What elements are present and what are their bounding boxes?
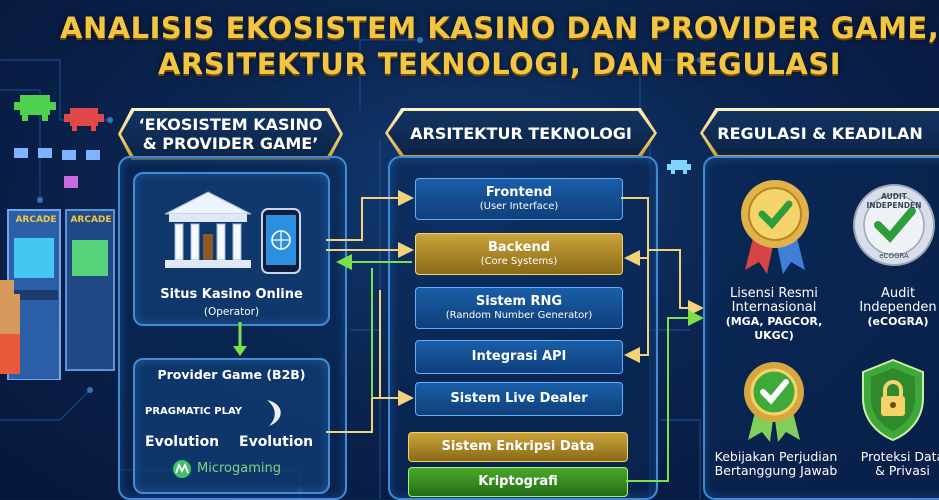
operator-to-provider-arrow bbox=[233, 322, 247, 356]
license-medal-icon bbox=[741, 180, 809, 274]
middle-section-header: ARSITEKTUR TEKNOLOGI bbox=[385, 108, 657, 158]
audit-line-3: (eCOGRA) bbox=[867, 315, 929, 328]
invader-icon bbox=[667, 160, 691, 174]
license-line-3: (MGA, PAGCOR, bbox=[725, 315, 823, 328]
responsible-gambling-line-2: Bertanggung Jawab bbox=[714, 463, 838, 478]
operator-subtitle: (Operator) bbox=[203, 306, 260, 318]
arcade-cabinet-1-label: ARCADE bbox=[15, 215, 57, 225]
audit-badge-text: AUDIT INDEPENDEN bbox=[866, 192, 922, 210]
api-box: Integrasi API bbox=[415, 340, 623, 374]
frontend-subtitle: (User Interface) bbox=[479, 201, 559, 212]
operator-title: Situs Kasino Online bbox=[160, 287, 303, 302]
license-line-2: Internasional bbox=[731, 300, 817, 315]
data-protection-line-1: Proteksi Data bbox=[860, 449, 939, 464]
arcade-cabinet-2-label: ARCADE bbox=[70, 215, 112, 225]
license-label: Lisensi Resmi Internasional (MGA, PAGCOR… bbox=[714, 287, 834, 343]
provider-evolution-2: Evolution bbox=[239, 434, 314, 450]
backend-box: Backend (Core Systems) bbox=[415, 233, 623, 275]
right-header-text: REGULASI & KEADILAN bbox=[717, 123, 923, 143]
enkripsi-box: Sistem Enkripsi Data bbox=[408, 432, 628, 462]
middle-header-text: ARSITEKTUR TEKNOLOGI bbox=[410, 123, 632, 143]
api-title: Integrasi API bbox=[471, 349, 567, 364]
live-dealer-box: Sistem Live Dealer bbox=[415, 382, 623, 416]
live-dealer-title: Sistem Live Dealer bbox=[450, 391, 588, 406]
rng-title: Sistem RNG bbox=[475, 294, 563, 309]
casino-building-icon bbox=[164, 191, 252, 268]
provider-box: Provider Game (B2B) PRAGMATIC PLAY Evolu… bbox=[133, 358, 330, 494]
enkripsi-title: Sistem Enkripsi Data bbox=[441, 439, 595, 454]
frontend-title: Frontend bbox=[485, 185, 553, 200]
left-header-line-2: & PROVIDER GAME’ bbox=[142, 134, 319, 153]
provider-title: Provider Game (B2B) bbox=[157, 367, 306, 382]
left-header-text: ‘EKOSISTEM KASINO & PROVIDER GAME’ bbox=[139, 115, 323, 153]
license-line-4: UKGC) bbox=[754, 329, 794, 342]
title-line-2: ARSITEKTUR TEKNOLOGI, DAN REGULASI bbox=[157, 47, 842, 81]
backend-title: Backend bbox=[487, 240, 551, 255]
audit-badge-subtext: eCOGRA bbox=[879, 252, 909, 260]
responsible-gambling-line-1: Kebijakan Perjudian bbox=[714, 449, 838, 464]
responsible-gambling-medal-icon bbox=[744, 362, 804, 442]
arcade-scene-icon bbox=[0, 95, 115, 381]
data-protection-shield-icon bbox=[862, 358, 924, 442]
title-line-1: ANALISIS EKOSISTEM KASINO DAN PROVIDER G… bbox=[60, 11, 939, 45]
left-section-header: ‘EKOSISTEM KASINO & PROVIDER GAME’ bbox=[118, 108, 343, 160]
data-protection-line-2: & Privasi bbox=[875, 463, 930, 478]
frontend-box: Frontend (User Interface) bbox=[415, 178, 623, 220]
left-header-line-1: ‘EKOSISTEM KASINO bbox=[138, 115, 323, 134]
kriptografi-box: Kriptografi bbox=[408, 467, 628, 497]
backend-subtitle: (Core Systems) bbox=[480, 256, 558, 267]
arcade-decoration: ARCADE ARCADE bbox=[0, 80, 118, 381]
provider-evolution-1: Evolution bbox=[145, 434, 220, 450]
page-title: ANALISIS EKOSISTEM KASINO DAN PROVIDER G… bbox=[60, 10, 939, 82]
evolution-swirl-icon bbox=[267, 400, 281, 426]
operator-box: Situs Kasino Online (Operator) bbox=[133, 172, 330, 326]
data-protection-label: Proteksi Data & Privasi bbox=[855, 450, 939, 478]
audit-badge-icon bbox=[853, 184, 935, 266]
provider-microgaming: Microgaming bbox=[197, 461, 281, 476]
smartphone-icon bbox=[261, 208, 301, 274]
audit-line-1: Audit bbox=[880, 286, 916, 301]
license-line-1: Lisensi Resmi bbox=[730, 286, 818, 301]
rng-subtitle: (Random Number Generator) bbox=[445, 310, 593, 321]
right-section-header: REGULASI & KEADILAN bbox=[700, 108, 939, 158]
audit-label: Audit Independen (eCOGRA) bbox=[848, 287, 939, 329]
responsible-gambling-label: Kebijakan Perjudian Bertanggung Jawab bbox=[706, 450, 846, 478]
kriptografi-title: Kriptografi bbox=[478, 474, 558, 489]
audit-line-2: Independen bbox=[859, 300, 937, 315]
rng-box: Sistem RNG (Random Number Generator) bbox=[415, 287, 623, 329]
provider-pragmatic-play: PRAGMATIC PLAY bbox=[145, 406, 242, 417]
microgaming-logo-icon bbox=[173, 460, 191, 478]
